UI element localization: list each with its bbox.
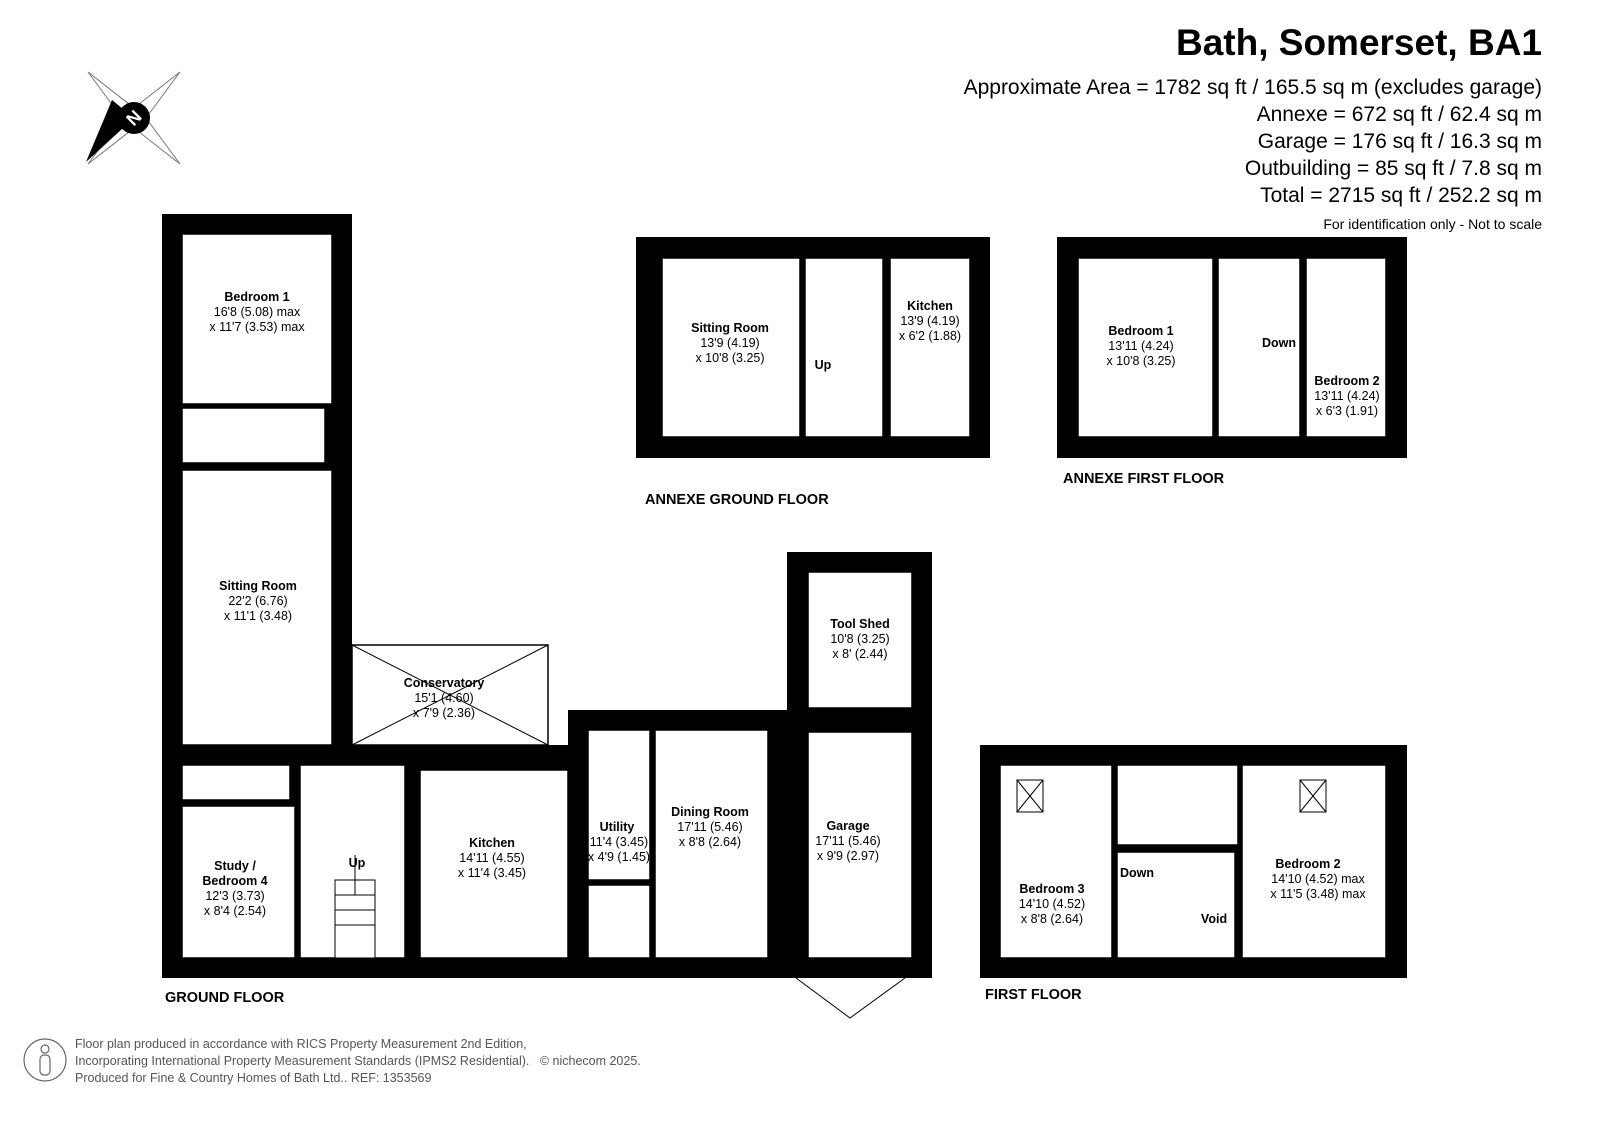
ground-floor-label: GROUND FLOOR xyxy=(165,990,285,1006)
outbuilding-area: Outbuilding = 85 sq ft / 7.8 sq m xyxy=(1244,157,1542,180)
scale-note: For identification only - Not to scale xyxy=(1323,216,1542,232)
person-icon xyxy=(23,1038,67,1082)
svg-text:Garage: Garage xyxy=(826,819,869,833)
compass-icon: N xyxy=(86,71,181,165)
svg-text:Tool Shed: Tool Shed xyxy=(830,617,890,631)
room-dining-room: Dining Room 17'11 (5.46) x 8'8 (2.64) xyxy=(671,805,749,849)
stairs-down-label: Down xyxy=(1120,866,1154,880)
svg-text:x 7'9 (2.36): x 7'9 (2.36) xyxy=(413,706,475,720)
svg-text:Sitting Room: Sitting Room xyxy=(219,579,297,593)
annexe-stairs-down-label: Down xyxy=(1262,336,1296,350)
total-area: Total = 2715 sq ft / 252.2 sq m xyxy=(1260,184,1542,207)
room-sitting-room: Sitting Room 22'2 (6.76) x 11'1 (3.48) xyxy=(219,579,297,623)
svg-text:Kitchen: Kitchen xyxy=(469,836,515,850)
room-bedroom-2: Bedroom 2 14'10 (4.52) max x 11'5 (3.48)… xyxy=(1270,857,1366,901)
annexe-first-rooms xyxy=(1077,257,1387,438)
svg-text:10'8 (3.25): 10'8 (3.25) xyxy=(830,632,889,646)
svg-text:x 8'8 (2.64): x 8'8 (2.64) xyxy=(679,835,741,849)
first-floor-label: FIRST FLOOR xyxy=(985,987,1082,1003)
svg-text:14'11 (4.55): 14'11 (4.55) xyxy=(459,851,524,865)
footer-line-2: Incorporating International Property Mea… xyxy=(75,1053,641,1070)
room-conservatory: Conservatory 15'1 (4.60) x 7'9 (2.36) xyxy=(404,676,485,720)
svg-text:Conservatory: Conservatory xyxy=(404,676,485,690)
ground-floor-rooms xyxy=(181,233,913,959)
svg-text:17'11 (5.46): 17'11 (5.46) xyxy=(677,820,742,834)
svg-text:x 11'1 (3.48): x 11'1 (3.48) xyxy=(224,609,292,623)
svg-text:Kitchen: Kitchen xyxy=(907,299,953,313)
svg-text:x 10'8 (3.25): x 10'8 (3.25) xyxy=(695,351,764,365)
svg-text:11'4 (3.45): 11'4 (3.45) xyxy=(590,835,648,849)
room-study-bedroom-4: Study / Bedroom 4 12'3 (3.73) x 8'4 (2.5… xyxy=(202,859,267,918)
svg-text:16'8 (5.08) max: 16'8 (5.08) max xyxy=(214,305,301,319)
svg-text:Bedroom 2: Bedroom 2 xyxy=(1275,857,1340,871)
svg-text:17'11 (5.46): 17'11 (5.46) xyxy=(815,834,880,848)
svg-text:15'1 (4.60): 15'1 (4.60) xyxy=(414,691,473,705)
room-bedroom-1: Bedroom 1 16'8 (5.08) max x 11'7 (3.53) … xyxy=(209,290,305,334)
svg-text:Sitting Room: Sitting Room xyxy=(691,321,769,335)
room-annexe-sitting-room: Sitting Room 13'9 (4.19) x 10'8 (3.25) xyxy=(691,321,769,365)
svg-text:x 8' (2.44): x 8' (2.44) xyxy=(832,647,887,661)
footer-notes: Floor plan produced in accordance with R… xyxy=(75,1036,641,1087)
approximate-area: Approximate Area = 1782 sq ft / 165.5 sq… xyxy=(963,76,1542,99)
stairs-up-label: Up xyxy=(349,856,366,870)
svg-text:x 6'2 (1.88): x 6'2 (1.88) xyxy=(899,329,961,343)
room-annexe-bedroom-1: Bedroom 1 13'11 (4.24) x 10'8 (3.25) xyxy=(1106,324,1175,368)
room-annexe-kitchen: Kitchen 13'9 (4.19) x 6'2 (1.88) xyxy=(899,299,961,343)
svg-text:Study /: Study / xyxy=(214,859,256,873)
annexe-ground-rooms xyxy=(661,257,971,438)
svg-text:x 6'3 (1.91): x 6'3 (1.91) xyxy=(1316,404,1378,418)
room-bedroom-3: Bedroom 3 14'10 (4.52) x 8'8 (2.64) xyxy=(1019,882,1085,926)
garage-doors xyxy=(795,977,906,1019)
room-utility: Utility 11'4 (3.45) x 4'9 (1.45) xyxy=(588,820,650,864)
svg-text:Bedroom 3: Bedroom 3 xyxy=(1019,882,1084,896)
svg-text:Bedroom 4: Bedroom 4 xyxy=(202,874,267,888)
svg-text:Bedroom 2: Bedroom 2 xyxy=(1314,374,1379,388)
svg-text:14'10 (4.52) max: 14'10 (4.52) max xyxy=(1271,872,1365,886)
garage-area: Garage = 176 sq ft / 16.3 sq m xyxy=(1257,130,1542,153)
svg-text:x 11'7 (3.53) max: x 11'7 (3.53) max xyxy=(209,320,305,334)
annexe-stairs-up-label: Up xyxy=(815,358,832,372)
svg-text:x 4'9 (1.45): x 4'9 (1.45) xyxy=(588,850,650,864)
svg-text:x 8'8 (2.64): x 8'8 (2.64) xyxy=(1021,912,1083,926)
void-label: Void xyxy=(1201,912,1227,926)
room-garage: Garage 17'11 (5.46) x 9'9 (2.97) xyxy=(815,819,880,863)
conservatory-glazing xyxy=(351,644,549,746)
svg-text:x 11'5 (3.48) max: x 11'5 (3.48) max xyxy=(1270,887,1366,901)
room-tool-shed: Tool Shed 10'8 (3.25) x 8' (2.44) xyxy=(830,617,890,661)
svg-text:22'2 (6.76): 22'2 (6.76) xyxy=(228,594,287,608)
svg-text:x 11'4 (3.45): x 11'4 (3.45) xyxy=(458,866,526,880)
svg-text:Utility: Utility xyxy=(600,820,635,834)
svg-text:Bedroom 1: Bedroom 1 xyxy=(224,290,289,304)
skylight-icons xyxy=(1016,779,1327,813)
footer-line-2-text: Incorporating International Property Mea… xyxy=(75,1054,530,1068)
annexe-ground-floor-label: ANNEXE GROUND FLOOR xyxy=(645,492,829,508)
room-annexe-bedroom-2: Bedroom 2 13'11 (4.24) x 6'3 (1.91) xyxy=(1314,374,1379,418)
svg-text:13'9 (4.19): 13'9 (4.19) xyxy=(700,336,759,350)
svg-text:13'11 (4.24): 13'11 (4.24) xyxy=(1108,339,1173,353)
footer-line-1: Floor plan produced in accordance with R… xyxy=(75,1037,527,1051)
svg-text:13'9 (4.19): 13'9 (4.19) xyxy=(900,314,959,328)
annexe-first-floor-label: ANNEXE FIRST FLOOR xyxy=(1063,471,1225,487)
svg-text:Bedroom 1: Bedroom 1 xyxy=(1108,324,1173,338)
svg-text:14'10 (4.52): 14'10 (4.52) xyxy=(1019,897,1085,911)
svg-text:Dining Room: Dining Room xyxy=(671,805,749,819)
stairs-ground xyxy=(334,855,376,959)
svg-text:12'3 (3.73): 12'3 (3.73) xyxy=(205,889,264,903)
footer-line-3: Produced for Fine & Country Homes of Bat… xyxy=(75,1071,432,1085)
svg-text:13'11 (4.24): 13'11 (4.24) xyxy=(1314,389,1379,403)
svg-text:x 9'9 (2.97): x 9'9 (2.97) xyxy=(817,849,879,863)
property-title: Bath, Somerset, BA1 xyxy=(1176,22,1542,63)
room-kitchen: Kitchen 14'11 (4.55) x 11'4 (3.45) xyxy=(458,836,526,880)
svg-text:x 8'4 (2.54): x 8'4 (2.54) xyxy=(204,904,266,918)
copyright: © nichecom 2025. xyxy=(539,1054,641,1068)
annexe-area: Annexe = 672 sq ft / 62.4 sq m xyxy=(1256,103,1542,126)
svg-text:x 10'8 (3.25): x 10'8 (3.25) xyxy=(1106,354,1175,368)
